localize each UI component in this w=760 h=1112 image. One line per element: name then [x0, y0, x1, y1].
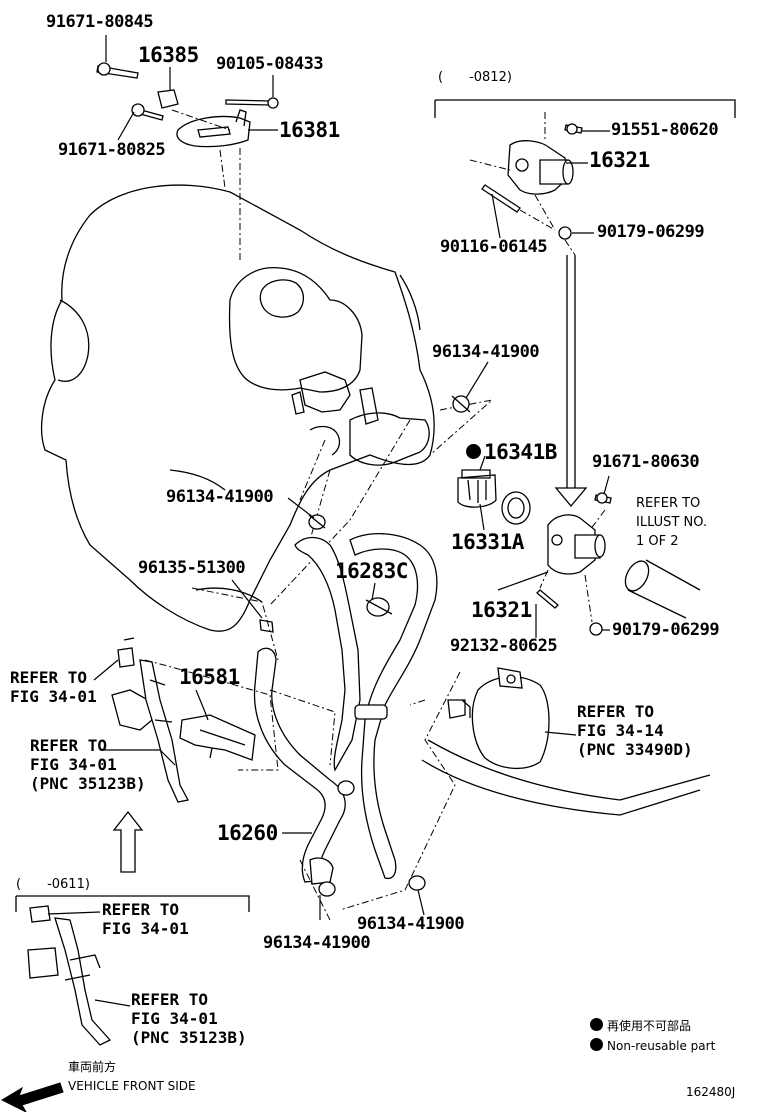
part-label[interactable]: 16321	[471, 598, 532, 622]
part-label[interactable]: 16385	[138, 43, 199, 67]
hose-clamps	[308, 395, 471, 897]
reference-note[interactable]: REFER TO FIG 34-01	[102, 900, 189, 938]
part-label[interactable]: 96134-41900	[263, 933, 371, 953]
mid-right-housing	[536, 492, 612, 636]
reference-note[interactable]: REFER TO FIG 34-01	[10, 668, 97, 706]
non-reusable-dot	[466, 444, 481, 459]
part-number: 16341B	[484, 440, 557, 464]
part-label[interactable]: 16581	[179, 665, 240, 689]
legend-item: Non-reusable part	[590, 1038, 715, 1052]
part-label[interactable]: 96134-41900	[357, 914, 465, 934]
part-label-non-reusable[interactable]: 16341B	[466, 442, 557, 463]
bracket-16581	[179, 711, 256, 761]
part-label[interactable]: 91551-80620	[611, 120, 719, 140]
part-label[interactable]: 16321	[589, 148, 650, 172]
reference-note[interactable]: REFER TO ILLUST NO. 1 OF 2	[636, 496, 708, 549]
hoses	[253, 533, 438, 885]
part-label[interactable]: 96135-51300	[138, 558, 246, 578]
diagram-id: 162480J	[686, 1085, 736, 1099]
legend-label: Non-reusable part	[607, 1039, 716, 1053]
part-label[interactable]: 91671-80845	[46, 12, 154, 32]
part-label[interactable]: 91671-80630	[592, 452, 700, 472]
part-label[interactable]: 16381	[279, 118, 340, 142]
assembly-arrow	[554, 255, 588, 508]
front-side-en: VEHICLE FRONT SIDE	[68, 1079, 196, 1093]
left-bracket	[111, 637, 189, 803]
part-label[interactable]: 90116-06145	[440, 237, 548, 257]
vacuum-pump	[421, 667, 711, 816]
part-label[interactable]: 91671-80825	[58, 140, 166, 160]
legend-item: 再使用不可部品	[590, 1018, 691, 1032]
part-label[interactable]: 96134-41900	[432, 342, 540, 362]
reference-note[interactable]: REFER TO FIG 34-14 (PNC 33490D)	[577, 702, 693, 759]
ref-pipe	[624, 559, 701, 619]
part-label[interactable]: 90179-06299	[612, 620, 720, 640]
top-bracket-assembly	[96, 62, 279, 148]
thermostat-group	[457, 469, 531, 525]
part-label[interactable]: 92132-80625	[450, 636, 558, 656]
up-arrow	[112, 810, 144, 873]
legend-dot	[590, 1018, 603, 1031]
legend-dot	[590, 1038, 603, 1051]
top-right-housing	[434, 99, 736, 256]
date-code: ( -0611)	[16, 877, 90, 892]
reference-note[interactable]: REFER TO FIG 34-01 (PNC 35123B)	[131, 990, 247, 1047]
part-label[interactable]: 90105-08433	[216, 54, 324, 74]
reference-note[interactable]: REFER TO FIG 34-01 (PNC 35123B)	[30, 736, 146, 793]
date-code: ( -0812)	[438, 70, 512, 85]
legend-label: 再使用不可部品	[607, 1019, 692, 1033]
part-label[interactable]: 16260	[217, 821, 278, 845]
part-label[interactable]: 90179-06299	[597, 222, 705, 242]
front-arrow	[0, 1082, 64, 1112]
leader-lines	[47, 35, 610, 1007]
part-label[interactable]: 96134-41900	[166, 487, 274, 507]
bottom-left-bracket	[15, 895, 250, 1046]
engine-block-outline	[40, 184, 435, 632]
front-side-jp: 車両前方	[68, 1060, 117, 1074]
part-label[interactable]: 16331A	[451, 530, 524, 554]
part-label[interactable]: 16283C	[335, 559, 408, 583]
